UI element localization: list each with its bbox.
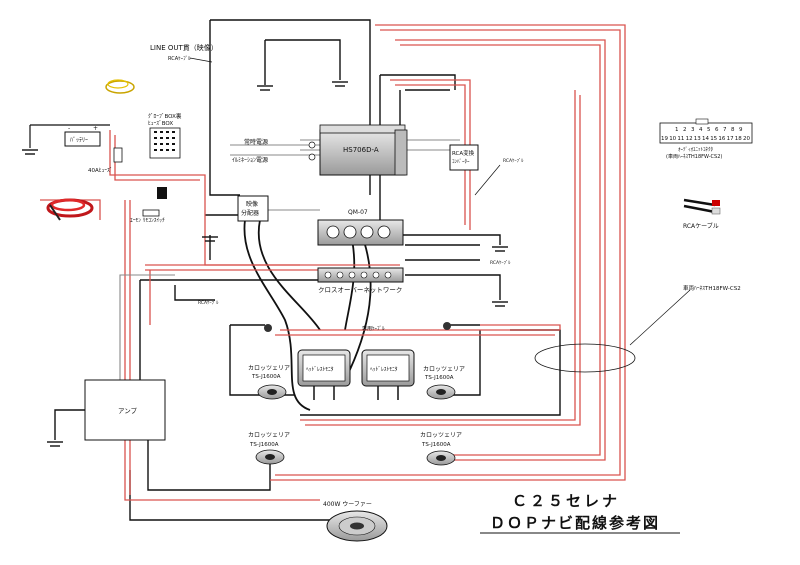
headrest-monitor-left: ﾍｯﾄﾞﾚｽﾄﾓﾆﾀ [297, 349, 351, 400]
dedicated-cable-label: 専用ｹｰﾌﾞﾙ [362, 325, 385, 332]
speaker-front-right-model: TS-J1600A [424, 375, 454, 381]
connector-pin-11: 11 [677, 136, 684, 142]
connector-pin-19: 19 [661, 136, 668, 142]
battery: ﾊﾞｯﾃﾘｰ - + [29, 124, 110, 148]
video-splitter: 映像 分配器 [237, 195, 269, 222]
crossover-network: クロスオーバーネットワーク [317, 267, 404, 294]
speaker-rear-left: カロッツェリア TS-J1600A [248, 432, 290, 465]
amplifier: アンプ [84, 379, 166, 441]
woofer-label: 400W ウーファー [323, 500, 372, 508]
speaker-front-left-model: TS-J1600A [251, 374, 281, 380]
red-wires [40, 24, 626, 501]
rca-cable-legend-label: RCAケーブル [683, 222, 719, 230]
fuse-40a: 40Aﾋｭｰｽﾞ [88, 147, 123, 174]
connector-pin-14: 14 [702, 136, 709, 142]
rca-cable-label-b: RCAｹｰﾌﾞﾙ [490, 259, 511, 266]
speaker-rear-right: カロッツェリア TS-J1600A [420, 432, 462, 466]
rca-converter: RCA変換 ｺﾝﾊﾞｰﾀｰ [449, 144, 479, 171]
connector-caption-1: ｵｰﾃﾞｨｵﾕﾆｯﾄｺﾈｸﾀ [678, 146, 714, 153]
headrest-monitor-right: ﾍｯﾄﾞﾚｽﾄﾓﾆﾀ [361, 349, 415, 400]
speaker-rear-left-brand: カロッツェリア [248, 432, 290, 439]
rca-converter-label-1: RCA変換 [452, 149, 475, 157]
connector-pin-20: 20 [743, 136, 750, 142]
connector-pin-4: 4 [699, 127, 703, 133]
ground-symbols [22, 81, 508, 447]
video-splitter-label-2: 分配器 [241, 209, 259, 217]
rca-converter-label-2: ｺﾝﾊﾞｰﾀｰ [452, 158, 470, 165]
connector-pin-13: 13 [694, 136, 701, 142]
speaker-front-left-brand: カロッツェリア [248, 365, 290, 372]
rca-cable-label-a: RCAｹｰﾌﾞﾙ [503, 157, 524, 164]
connector-pin-18: 18 [735, 136, 742, 142]
connector-pin-12: 12 [686, 136, 693, 142]
qm07-unit: QM-07 [317, 209, 404, 246]
head-unit: HS706D-A [319, 124, 408, 176]
black-wires [54, 19, 561, 521]
connector-pin-10: 10 [669, 136, 676, 142]
vehicle-connector-label: 車両ﾊｰﾈｽTH18FW-CS2 [683, 284, 741, 292]
fuse-box: ｸﾞﾛｰﾌﾞBOX裏 ﾋｭｰｽﾞBOX [148, 112, 182, 159]
always-power-label: 常時電源 [244, 138, 268, 146]
rca-cable-legend: RCAケーブル [683, 198, 721, 230]
ignition-power-label: ｲﾙﾐﾈｰｼｮﾝ電源 [232, 156, 268, 164]
connector-pin-17: 17 [727, 136, 734, 142]
rca-cable-label-c: RCAｹｰﾌﾞﾙ [198, 299, 219, 306]
woofer: 400W ウーファー [323, 500, 388, 542]
speaker-rear-right-brand: カロッツェリア [420, 432, 462, 439]
connector-pin-5: 5 [707, 127, 711, 133]
head-unit-label: HS706D-A [343, 146, 379, 154]
qm07-label: QM-07 [348, 209, 368, 216]
connector-pin-16: 16 [718, 136, 725, 142]
speaker-front-right: カロッツェリア TS-J1600A [423, 366, 465, 400]
harness-ellipse [534, 343, 636, 373]
amp-wiring-kit-image [46, 198, 94, 221]
battery-label: ﾊﾞｯﾃﾘｰ [70, 137, 88, 144]
remote-switch-label: ｴｰﾓﾝ ﾘﾓｺﾝｽｲｯﾁ [130, 217, 165, 224]
connector-pin-6: 6 [715, 127, 719, 133]
amp-label: アンプ [118, 407, 138, 415]
speaker-front-left: カロッツェリア TS-J1600A [248, 365, 290, 400]
svg-text:-: - [68, 125, 70, 132]
headrest-monitor-label-right: ﾍｯﾄﾞﾚｽﾄﾓﾆﾀ [370, 366, 398, 373]
connector-pin-3: 3 [691, 127, 695, 133]
connector-pin-8: 8 [731, 127, 735, 133]
crossover-label: クロスオーバーネットワーク [318, 286, 402, 294]
connector-pin-9: 9 [739, 127, 743, 133]
fusebox-label: ﾋｭｰｽﾞBOX [148, 120, 173, 127]
glovebox-label: ｸﾞﾛｰﾌﾞBOX裏 [148, 112, 182, 120]
speaker-front-right-brand: カロッツェリア [423, 366, 465, 373]
speaker-rear-right-model: TS-J1600A [421, 442, 451, 448]
connector-caption-2: (車両ﾊｰﾈｽTH18FW-CS2) [666, 153, 722, 160]
connector-pin-15: 15 [710, 136, 717, 142]
connector-pin-7: 7 [723, 127, 727, 133]
line-out-rca-label: RCAｹｰﾌﾞﾙ [168, 55, 191, 62]
remote-switch: ｴｰﾓﾝ ﾘﾓｺﾝｽｲｯﾁ [130, 187, 167, 224]
tweeter-right [443, 322, 451, 330]
title-line-2: ＤＯＰナビ配線参考図 [490, 514, 660, 532]
svg-text:+: + [93, 125, 98, 132]
monitor-cables [243, 219, 372, 411]
video-splitter-label-1: 映像 [246, 200, 258, 208]
headrest-monitor-label-left: ﾍｯﾄﾞﾚｽﾄﾓﾆﾀ [306, 366, 334, 373]
connector-pin-2: 2 [683, 127, 687, 133]
tweeter-left [264, 324, 272, 332]
line-out-label: LINE OUT貫（映像） [150, 43, 218, 52]
speaker-rear-left-model: TS-J1600A [249, 442, 279, 448]
title-line-1: Ｃ２５セレナ [512, 492, 620, 510]
connector-pin-1: 1 [675, 127, 679, 133]
fuse-label: 40Aﾋｭｰｽﾞ [88, 167, 113, 174]
ring-terminal-image [105, 79, 135, 94]
